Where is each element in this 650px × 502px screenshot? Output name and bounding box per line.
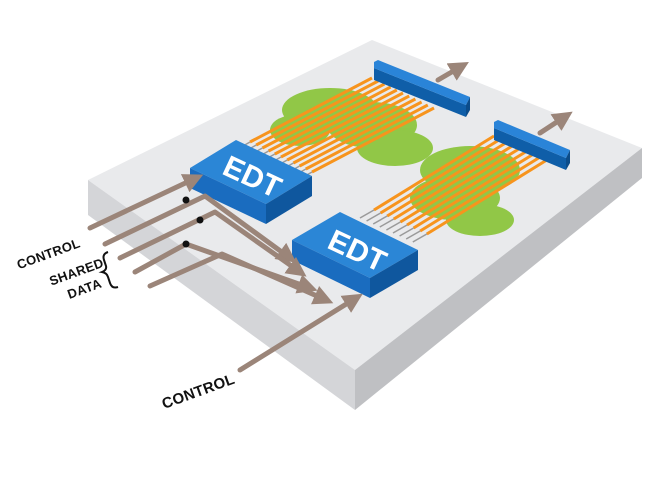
scan-chain-bottom-3 (386, 140, 508, 218)
scan-chain-bottom-6 (406, 149, 528, 227)
output-arrow-top (435, 61, 469, 83)
scan-chain-bottom-lead-7 (399, 227, 414, 237)
shared-data-arrow-4 (147, 251, 334, 305)
edt-block-bottom: EDT (292, 212, 418, 298)
scan-chain-bottom-8 (419, 155, 541, 233)
scan-chain-top-8 (292, 97, 417, 165)
shared-data-arrow-2 (117, 209, 307, 277)
scan-chain-bottom-lead-5 (386, 221, 401, 231)
scan-chain-top-11 (311, 106, 435, 174)
scan-chain-bottom-lead-1 (359, 209, 375, 219)
scan-chain-top-7 (286, 94, 410, 162)
scan-chain-top-9 (298, 100, 423, 168)
label-control-bottom: CONTROL (160, 371, 237, 413)
scan-chain-bottom-lead-4 (379, 218, 395, 228)
board-right-face (355, 148, 642, 410)
shared-data-arrow-1 (102, 193, 297, 263)
scan-chain-top-3 (261, 82, 386, 150)
scan-chain-bottom-9 (426, 158, 548, 236)
scan-chain-top-1 (249, 76, 373, 144)
scan-chains-top (235, 76, 435, 181)
scan-chain-top-2 (255, 79, 379, 147)
scan-chain-bottom-1 (373, 134, 495, 212)
scan-chain-top-6 (280, 91, 404, 159)
board-front-face (88, 180, 355, 410)
scan-chain-bottom-2 (379, 137, 502, 215)
scan-chain-top-4 (267, 85, 392, 153)
edt-block-top: EDT (190, 140, 312, 224)
output-arrows (435, 61, 573, 136)
output-arrow-bottom (537, 111, 573, 136)
scan-chain-bottom-5 (399, 146, 522, 224)
scan-chain-bottom-lead-3 (372, 215, 388, 225)
scan-chain-top-5 (274, 88, 398, 156)
label-shared-data: SHARED DATA (47, 251, 119, 302)
scan-chain-bottom-lead-8 (405, 230, 421, 240)
junction-dots (182, 196, 204, 248)
control-arrow-top (87, 174, 204, 231)
shared-data-brace (98, 251, 119, 289)
scan-chains-bottom (359, 134, 548, 243)
scan-chain-bottom-7 (412, 152, 535, 230)
scan-chain-bottom-lead-6 (392, 224, 408, 234)
scan-chain-bottom-lead-2 (366, 212, 381, 222)
scan-chain-top-10 (305, 103, 429, 171)
scan-chain-bottom-lead-9 (412, 233, 428, 243)
control-arrow-bottom (237, 293, 363, 373)
compactor-block-bottom (494, 120, 570, 170)
scan-chain-bottom-4 (393, 143, 515, 221)
compactor-block-top (374, 60, 470, 117)
